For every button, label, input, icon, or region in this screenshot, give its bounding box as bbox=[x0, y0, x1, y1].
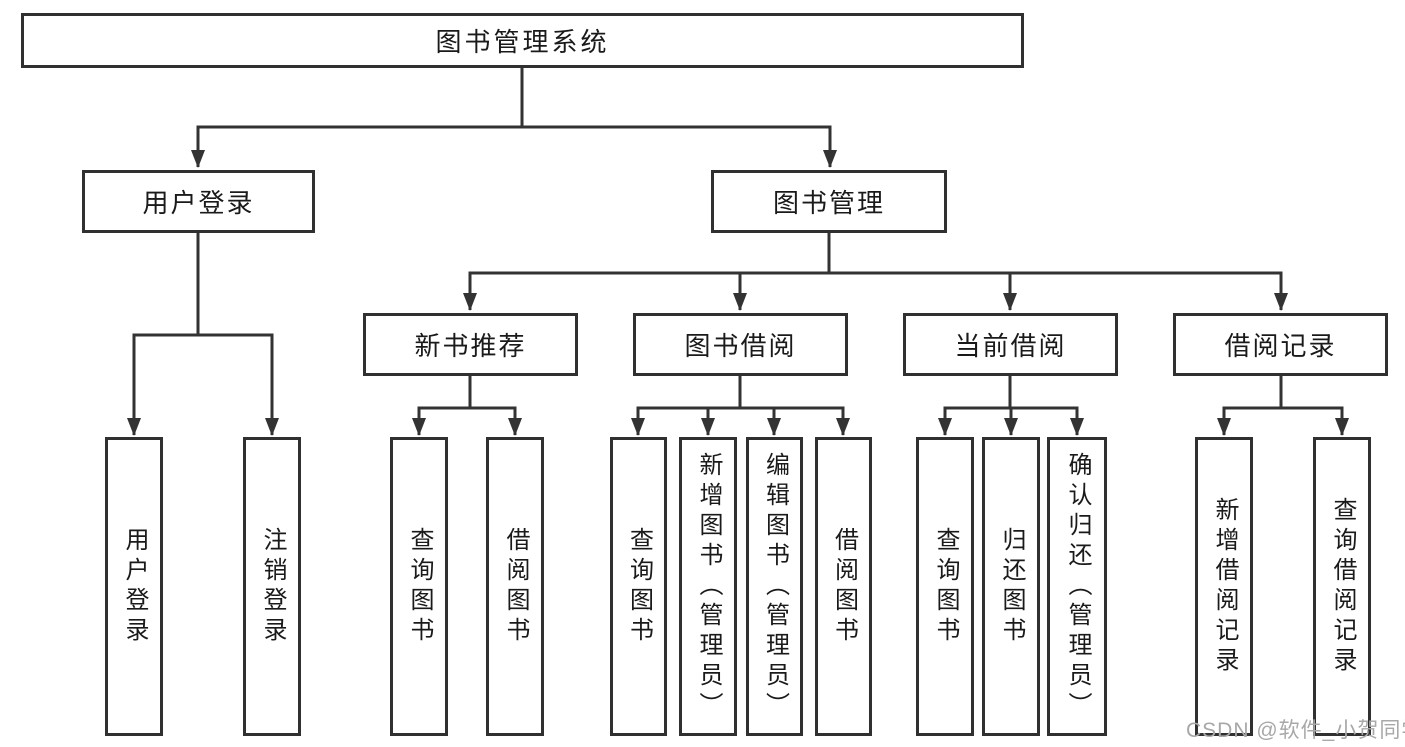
node-logout-action: 注销登录 bbox=[243, 437, 301, 736]
node-add-books-admin: 新增图书（管理员） bbox=[679, 437, 737, 736]
node-user-login-action: 用户登录 bbox=[105, 437, 163, 736]
node-query-borrow-record: 查询借阅记录 bbox=[1313, 437, 1371, 736]
node-return-books: 归还图书 bbox=[982, 437, 1040, 736]
node-borrow-books-borrowing: 借阅图书 bbox=[815, 437, 872, 736]
node-add-borrow-record: 新增借阅记录 bbox=[1195, 437, 1253, 736]
node-query-books-borrowing: 查询图书 bbox=[610, 437, 667, 736]
node-query-books-recommend: 查询图书 bbox=[390, 437, 448, 736]
node-borrow-books-recommend: 借阅图书 bbox=[486, 437, 544, 736]
node-confirm-return-admin: 确认归还（管理员） bbox=[1047, 437, 1107, 736]
node-edit-books-admin: 编辑图书（管理员） bbox=[746, 437, 803, 736]
node-library-management-system: 图书管理系统 bbox=[21, 13, 1024, 68]
node-new-book-recommend: 新书推荐 bbox=[363, 313, 578, 376]
node-current-borrowing: 当前借阅 bbox=[903, 313, 1118, 376]
node-query-books-current: 查询图书 bbox=[916, 437, 974, 736]
watermark-text: CSDN @软件_小贺同学 bbox=[1186, 719, 1405, 742]
node-borrowing-records: 借阅记录 bbox=[1173, 313, 1388, 376]
node-user-login: 用户登录 bbox=[82, 170, 315, 233]
node-book-management: 图书管理 bbox=[711, 170, 947, 233]
node-book-borrowing: 图书借阅 bbox=[633, 313, 848, 376]
